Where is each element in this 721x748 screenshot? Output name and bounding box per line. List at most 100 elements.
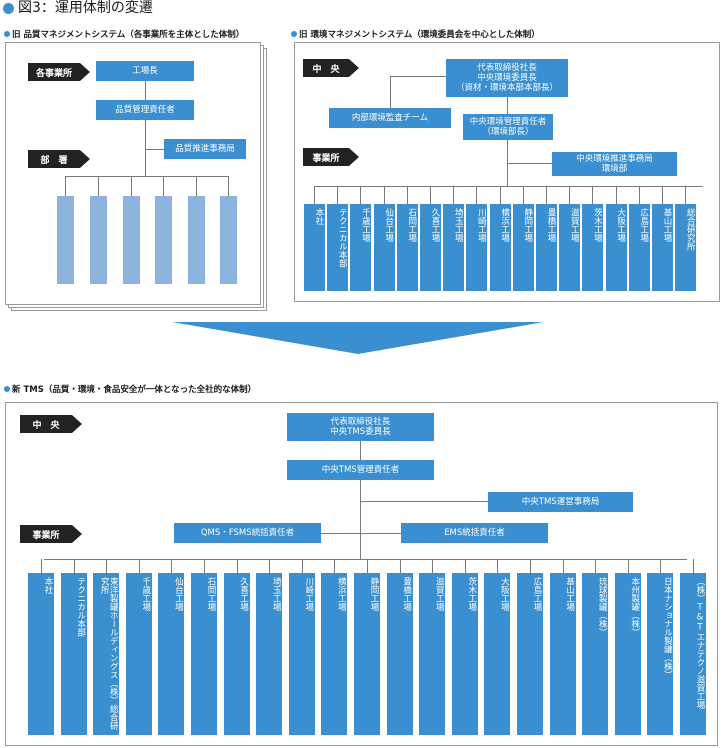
site-label: 豊橋工場 [546,208,556,242]
site-box: 茨木工場 [451,573,478,735]
label-each-site: 各事業所 [28,63,90,81]
connector-line [569,186,571,204]
connector-line [595,559,597,573]
label-central: 中 央 [303,59,359,77]
site-label: テクニカル本部 [337,208,348,268]
site-label: 広島工場 [532,577,542,611]
department-block [188,196,205,284]
site-label: 横浜工場 [336,577,347,611]
site-box: 本社 [304,204,325,291]
connector-line [406,186,408,204]
old-env-panel: 中 央 事業所 代表取締役社長 中央環境委員長 （資材・環境本部本部長） 内部環… [294,42,720,302]
site-label: 久喜工場 [238,577,249,611]
site-box: 豊橋工場 [386,573,413,735]
site-label: 川崎工場 [303,577,314,611]
connector-line [546,186,547,204]
site-label: 茨木工場 [592,208,603,242]
site-box: 本州製罐（株） [614,573,641,735]
site-box: 滋賀工場 [559,204,581,291]
site-label: 埼玉工場 [271,577,282,611]
site-box: 久喜工場 [223,573,250,735]
ceo-env-box: 代表取締役社長 中央環境委員長 （資材・環境本部本部長） [446,59,568,97]
site-label: 滋賀工場 [434,577,445,611]
site-box: 石岡工場 [396,204,418,291]
connector-line [204,559,205,573]
title-bullet-icon [3,3,14,14]
connector-line [685,186,687,204]
connector-line [314,186,315,204]
site-box: 横浜工場 [489,204,511,291]
site-label: テクニカル本部 [75,577,86,637]
department-block [220,196,237,284]
site-box: 基山工場 [549,573,576,735]
connector-line [73,559,75,573]
site-label: 千歳工場 [140,577,151,611]
site-box: 琉球製罐（株） [582,573,609,735]
quality-office-box: 品質推進事務局 [164,139,246,159]
department-block [90,196,107,284]
connector-line [660,559,662,573]
quality-manager-box: 品質管理責任者 [96,100,194,120]
site-box: 本社 [28,573,54,735]
site-label: （株）T&Tエナテクノ滋賀工場 [695,577,705,709]
site-box: 石岡工場 [191,573,217,735]
site-label: 静岡工場 [522,208,533,242]
figure-title: 図3：運用体制の変遷 [18,0,153,16]
connector-line [334,559,336,573]
site-label: 日本ナショナル製罐（株） [662,577,673,679]
site-box: 久喜工場 [420,204,441,291]
site-box: 日本ナショナル製罐（株） [647,573,674,735]
old-quality-panel: 各事業所 部 署 工場長 品質管理責任者 品質推進事務局 [5,42,261,305]
site-label: 本社 [314,208,324,225]
site-box: 仙台工場 [158,573,185,735]
site-label: 仙台工場 [173,577,184,611]
site-label: 横浜工場 [499,208,510,242]
site-box: （株）T&Tエナテクノ滋賀工場 [680,573,706,735]
site-label: 石岡工場 [206,577,216,611]
site-box: 川崎工場 [288,573,315,735]
connector-line [464,559,466,573]
connector-line [638,186,640,204]
connector-line [522,186,524,204]
connector-line [432,559,434,573]
ems-box: EMS統括責任者 [401,523,548,543]
site-label: 大阪工場 [499,577,510,611]
internal-audit-box: 内部環境監査チーム [329,108,451,128]
ceo-tms-box: 代表取締役社長 中央TMS委員長 [287,413,434,441]
old-quality-title: 旧 品質マネジメントシステム（各事業所を主体とした体制） [4,30,244,40]
site-label: 茨木工場 [466,577,477,611]
site-label: 大阪工場 [615,208,626,242]
site-label: 基山工場 [662,208,672,242]
connector-line [627,559,629,573]
connector-line [693,559,694,573]
plant-head-box: 工場長 [96,61,194,81]
connector-line [430,186,431,204]
site-box: テクニカル本部 [327,204,349,291]
site-box: 静岡工場 [354,573,380,735]
label-central: 中 央 [20,415,82,433]
connector-line [383,186,385,204]
site-box: 仙台工場 [373,204,395,291]
label-site: 事業所 [303,148,359,166]
site-box: 豊橋工場 [536,204,557,291]
connector-line [360,186,362,204]
connector-line [615,186,617,204]
site-box: 横浜工場 [321,573,348,735]
connector-line [106,559,108,573]
connector-line [562,559,564,573]
env-office-box: 中央環境推進事務局 環境部 [552,152,677,176]
site-label: 千歳工場 [360,208,371,242]
department-block [123,196,140,284]
site-box: 大阪工場 [605,204,627,291]
site-label: 静岡工場 [369,577,379,611]
label-department: 部 署 [28,150,90,168]
site-label: 広島工場 [638,208,649,242]
new-tms-panel: 中 央 事業所 代表取締役社長 中央TMS委員長 中央TMS管理責任者 中央TM… [5,402,718,746]
qms-fsms-box: QMS・FSMS統括責任者 [174,523,321,543]
connector-line [337,186,339,204]
site-label: 埼玉工場 [453,208,464,242]
site-label: 本州製罐（株） [629,577,640,637]
site-box: 埼玉工場 [443,204,465,291]
connector-line [41,559,42,573]
transition-arrow-icon [172,322,544,354]
